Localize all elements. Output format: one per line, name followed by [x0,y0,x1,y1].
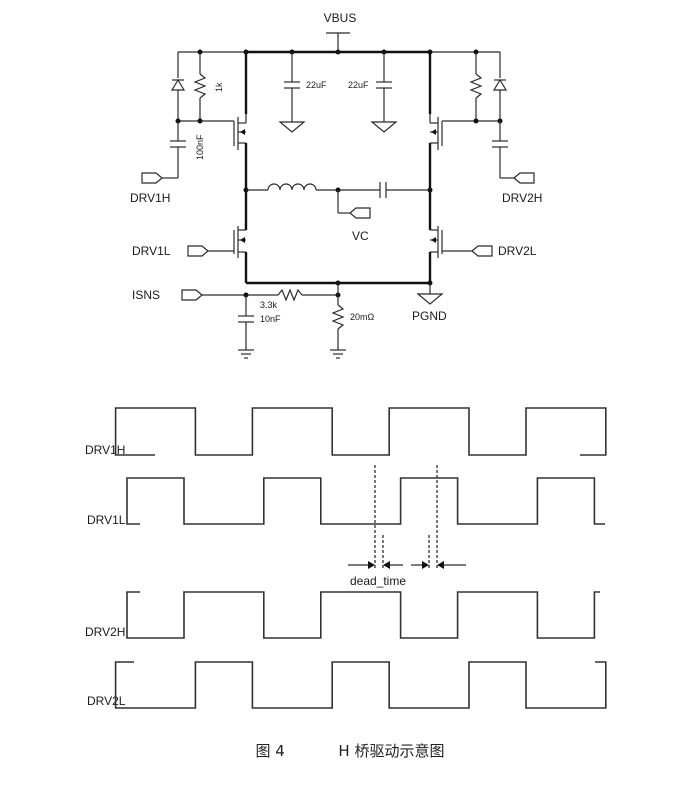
signal-label-drv1l: DRV1L [87,513,126,527]
vc-port-icon [349,207,371,219]
diode-left-icon [170,78,186,91]
dead-time-arrows [348,561,466,569]
figure-number: 图 4 [255,742,285,760]
label-100nf: 100nF [195,134,205,160]
schematic: VBUS 1k 100nF DRV1H [130,11,542,359]
drv1h-port-icon [141,172,163,184]
drv1h-net-label: DRV1H [130,191,170,205]
drv1l-port-icon [187,245,209,257]
arrow-right-icon [422,561,429,569]
label-3-3k: 3.3k [260,300,278,310]
waveform-drv1l [126,477,605,525]
signal-label-drv2l: DRV2L [87,694,126,708]
isns-net-label: ISNS [132,288,160,302]
waveform-drv1h [114,407,607,456]
drv2h-port-icon [513,172,535,184]
pgnd-net-label: PGND [412,309,447,323]
vbus-label: VBUS [324,11,357,25]
arrow-left-icon [383,561,390,569]
signal-label-drv2h: DRV2H [85,625,125,639]
resistor-1k [193,73,207,99]
timing-diagram: DRV1H DRV1L DRV2H DRV2L dead_time [85,407,607,709]
diode-right-icon [492,78,508,91]
resistor-3-3k [277,288,303,302]
inductor [267,183,317,191]
waveform-drv2l [114,661,607,709]
resistor-sense [331,304,345,330]
drv1l-net-label: DRV1L [132,244,171,258]
label-1k: 1k [214,82,224,92]
dead-time-label: dead_time [350,574,406,588]
label-20mohm: 20mΩ [350,312,375,322]
drv2h-net-label: DRV2H [502,191,542,205]
figure-caption: 图 4 H 桥驱动示意图 [0,740,700,761]
arrow-left-icon [437,561,444,569]
isns-port-icon [181,289,203,301]
label-22uf-2: 22uF [348,80,369,90]
ground-icon [278,121,306,133]
arrow-right-icon [368,561,375,569]
label-22uf-1: 22uF [306,80,327,90]
pgnd-ground-icon [416,293,444,305]
ground-icon [370,121,398,133]
resistor-right [469,73,483,99]
figure-title: H 桥驱动示意图 [338,742,445,760]
label-10nf: 10nF [260,314,281,324]
vc-net-label: VC [352,229,369,243]
waveform-drv2h [126,591,600,639]
drv2l-net-label: DRV2L [498,244,537,258]
drv2l-port-icon [471,245,493,257]
